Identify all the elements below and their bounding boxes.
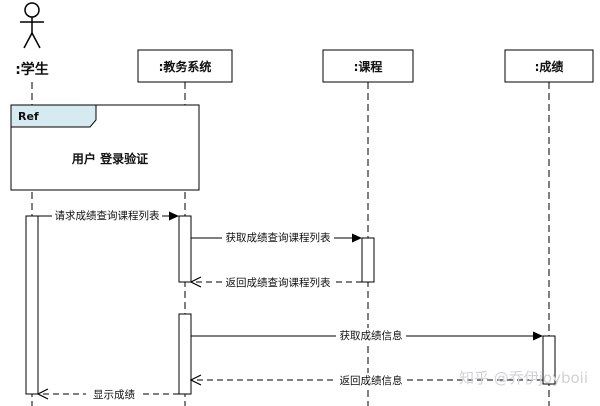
activation-system-1 — [178, 215, 192, 283]
ref-frame-tag — [10, 104, 97, 128]
message-2-label: 获取成绩查询课程列表 — [226, 231, 331, 244]
message-5-arrowhead — [189, 374, 202, 386]
message-3-label-bg — [222, 275, 334, 289]
participant-course-box — [322, 49, 414, 83]
activation-course — [361, 237, 375, 283]
actor-icon — [20, 2, 44, 49]
message-4-arrowhead — [533, 331, 543, 341]
message-1-label: 请求成绩查询课程列表 — [55, 209, 160, 222]
participant-system-label: :教务系统 — [159, 59, 212, 74]
participant-system-box — [137, 49, 233, 83]
ref-frame-tag-label: Ref — [18, 110, 39, 123]
participant-grade-label: :成绩 — [535, 59, 564, 74]
message-3-arrowhead — [189, 276, 202, 288]
watermark: 知乎 @乔伊joyboii — [459, 369, 588, 387]
message-3-label: 返回成绩查询课程列表 — [226, 276, 331, 289]
activation-system-2 — [178, 313, 192, 395]
message-4-label: 获取成绩信息 — [340, 329, 403, 342]
message-6-arrowhead — [36, 388, 49, 400]
message-2-label-bg — [222, 230, 334, 244]
participant-grade-box — [504, 49, 594, 83]
message-6-label: 显示成绩 — [93, 388, 135, 401]
message-4-label-bg — [336, 328, 406, 342]
message-6-label-bg — [86, 387, 142, 401]
participant-student-label: :学生 — [15, 61, 49, 78]
activation-student — [25, 215, 39, 395]
participant-course-label: :课程 — [354, 59, 383, 74]
activation-grade — [542, 335, 556, 385]
message-5-label-bg — [336, 373, 406, 387]
ref-frame-title: 用户 登录验证 — [71, 151, 148, 166]
message-5-label: 返回成绩信息 — [340, 374, 403, 387]
message-2-arrowhead — [352, 233, 362, 243]
message-1-arrowhead — [169, 211, 179, 221]
message-1-label-bg — [52, 208, 162, 222]
